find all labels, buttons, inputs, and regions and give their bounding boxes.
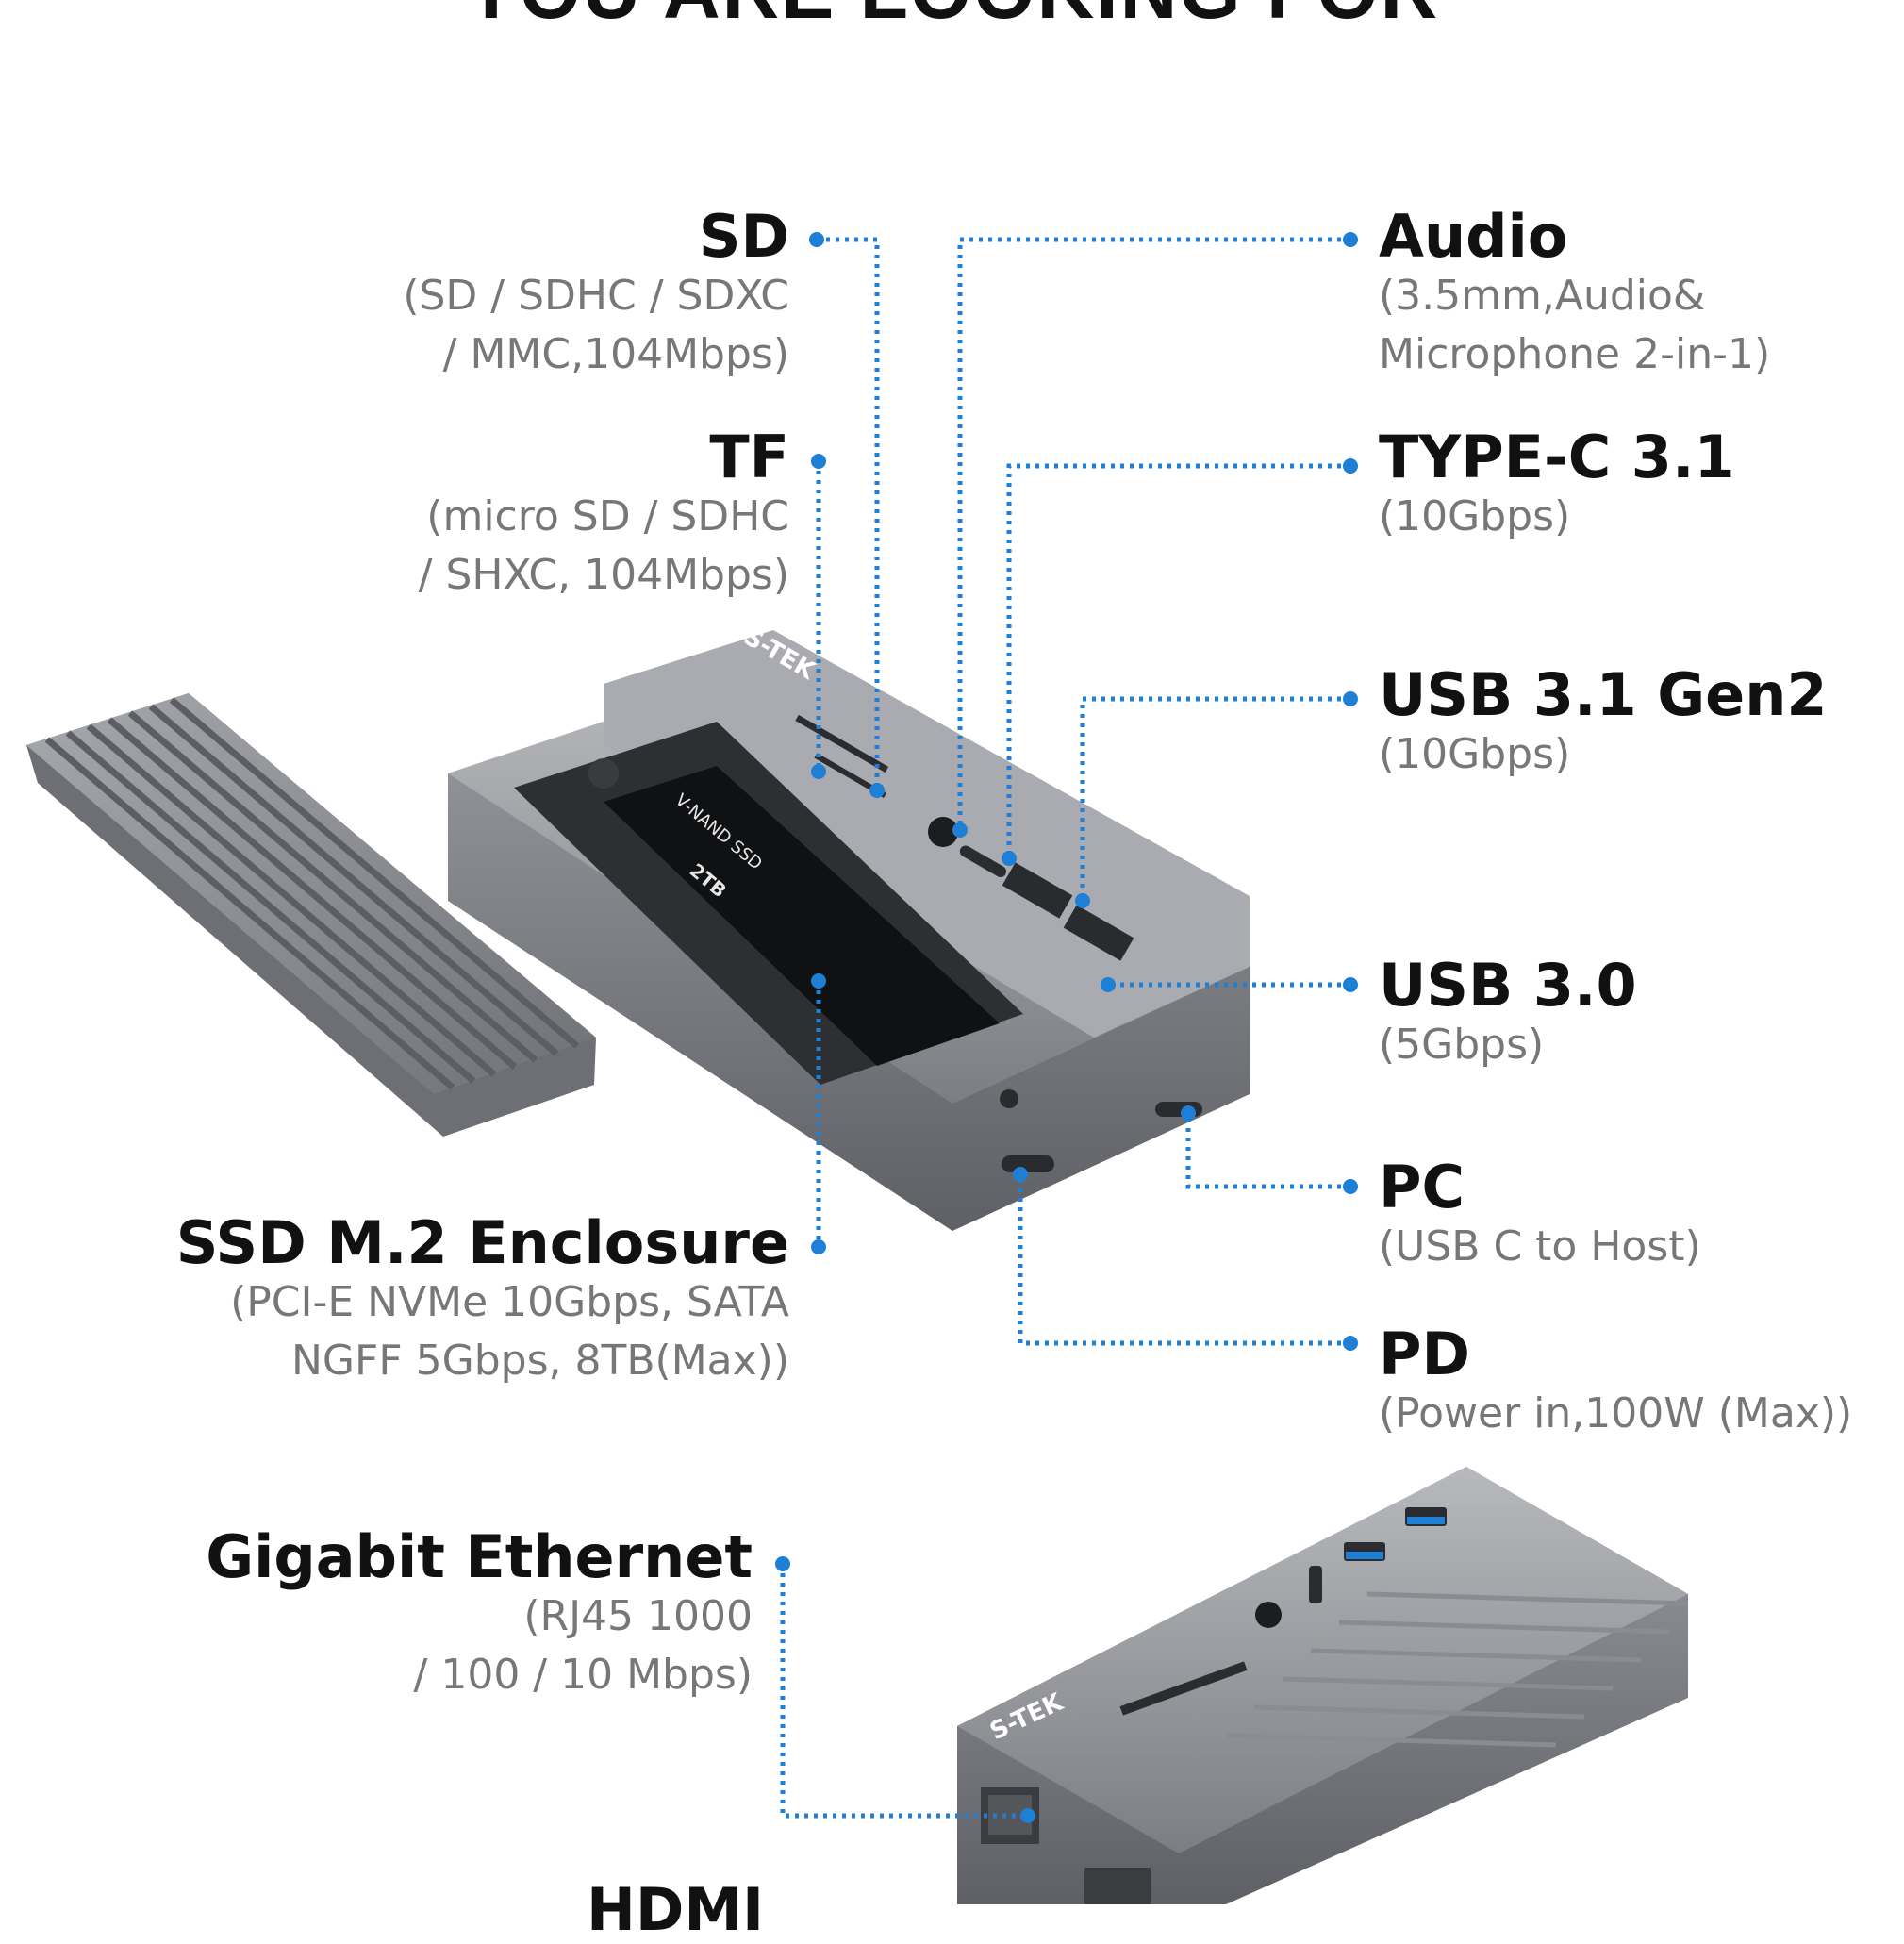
tf-desc-1: (micro SD / SDHC: [426, 492, 789, 541]
ethernet-desc-1: (RJ45 1000: [523, 1592, 753, 1641]
usb31-title: USB 3.1 Gen2: [1379, 660, 1828, 729]
label-ethernet: Gigabit Ethernet (RJ45 1000 / 100 / 10 M…: [206, 1526, 753, 1703]
tf-title: TF: [709, 423, 789, 491]
label-typec: TYPE-C 3.1 (10Gbps): [1379, 426, 1735, 546]
sd-title: SD: [698, 202, 789, 271]
page-headline: YOU ARE LOOKING FOR: [0, 0, 1904, 37]
leader-lines: [780, 237, 1350, 1819]
pc-desc: (USB C to Host): [1379, 1222, 1701, 1271]
pd-desc: (Power in,100W (Max)): [1379, 1389, 1853, 1438]
sd-desc-1: (SD / SDHC / SDXC: [403, 272, 789, 321]
label-tf: TF (micro SD / SDHC / SHXC, 104Mbps): [419, 426, 789, 604]
closed-hub: S-TEK: [957, 1467, 1689, 1904]
enclosure-lid: [26, 693, 596, 1137]
ethernet-title: Gigabit Ethernet: [206, 1522, 753, 1591]
tf-desc-2: / SHXC, 104Mbps): [418, 550, 789, 599]
label-audio: Audio (3.5mm,Audio& Microphone 2-in-1): [1379, 206, 1770, 383]
label-hdmi: HDMI: [587, 1879, 764, 1940]
audio-desc-1: (3.5mm,Audio&: [1379, 272, 1706, 321]
usb30-title: USB 3.0: [1379, 951, 1637, 1020]
typec-desc: (10Gbps): [1379, 492, 1571, 541]
audio-desc-2: Microphone 2-in-1): [1379, 329, 1771, 378]
ethernet-desc-2: / 100 / 10 Mbps): [413, 1650, 753, 1699]
sd-desc-2: / MMC,104Mbps): [442, 329, 789, 378]
pc-title: PC: [1379, 1153, 1465, 1221]
usb30-desc: (5Gbps): [1379, 1021, 1545, 1070]
label-pc: PC (USB C to Host): [1379, 1156, 1701, 1276]
hdmi-title: HDMI: [587, 1875, 765, 1944]
audio-title: Audio: [1379, 202, 1568, 271]
typec-title: TYPE-C 3.1: [1379, 423, 1735, 491]
label-usb31: USB 3.1 Gen2 (10Gbps): [1379, 664, 1827, 784]
label-pd: PD (Power in,100W (Max)): [1379, 1323, 1852, 1443]
label-usb30: USB 3.0 (5Gbps): [1379, 955, 1637, 1074]
ssd-desc-1: (PCI-E NVMe 10Gbps, SATA: [230, 1278, 789, 1327]
usb31-desc: (10Gbps): [1379, 730, 1571, 779]
ssd-desc-2: NGFF 5Gbps, 8TB(Max)): [291, 1336, 789, 1385]
open-hub: V-NAND SSD 2TB S-TEK: [448, 623, 1250, 1231]
ssd-title: SSD M.2 Enclosure: [175, 1208, 789, 1277]
pd-title: PD: [1379, 1320, 1470, 1388]
product-illustration: V-NAND SSD 2TB S-TEK S-TEK: [26, 232, 1689, 1904]
label-sd: SD (SD / SDHC / SDXC / MMC,104Mbps): [403, 206, 789, 383]
leader-dots: [775, 232, 1358, 1823]
label-ssd: SSD M.2 Enclosure (PCI-E NVMe 10Gbps, SA…: [176, 1212, 789, 1389]
